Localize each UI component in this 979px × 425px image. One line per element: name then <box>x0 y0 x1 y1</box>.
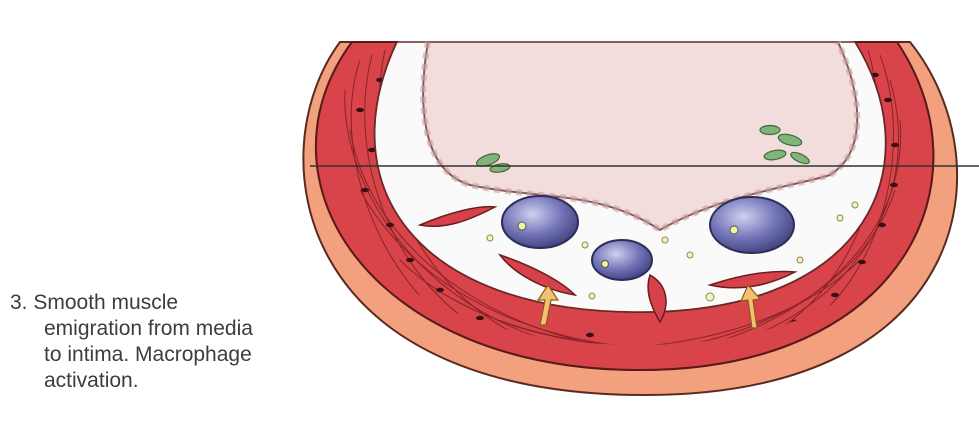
caption-line-1: 3. Smooth muscle <box>10 290 390 316</box>
caption-line-2: emigration from media <box>10 316 390 342</box>
caption-line-3: to intima. Macrophage <box>10 342 390 368</box>
caption-text: 3. Smooth muscle emigration from media t… <box>10 290 390 394</box>
caption-line-4: activation. <box>10 368 390 394</box>
